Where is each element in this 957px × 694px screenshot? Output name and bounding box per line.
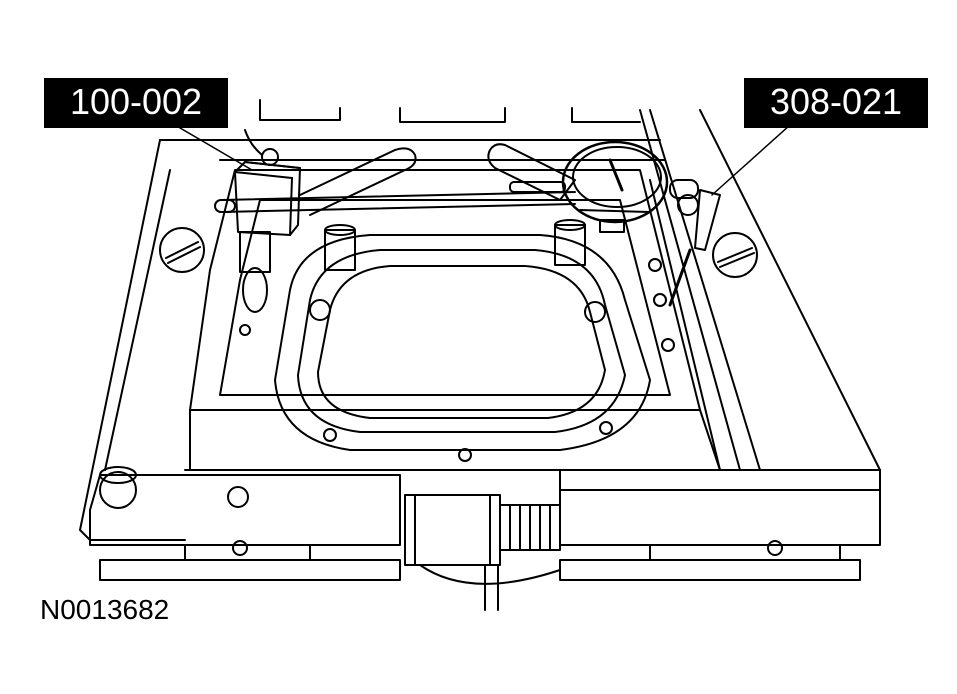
tool-callout-100-002: 100-002: [44, 78, 228, 128]
upper-rim: [219, 99, 666, 161]
callout-leaders: [174, 124, 791, 196]
dial-indicator: [509, 140, 721, 307]
hold-down-screws: [159, 227, 758, 278]
bearing-posts: [324, 219, 586, 271]
magnetic-base-tool: [214, 129, 301, 313]
front-crossbar: [89, 466, 881, 581]
tool-callout-308-021: 308-021: [744, 78, 928, 128]
indicator-rod: [221, 191, 576, 213]
figure-number: N0013682: [40, 594, 170, 625]
differential-housing: [184, 169, 881, 471]
support-arms: [299, 143, 576, 216]
adjuster-clamp: [404, 494, 561, 611]
housing-opening: [239, 234, 675, 462]
